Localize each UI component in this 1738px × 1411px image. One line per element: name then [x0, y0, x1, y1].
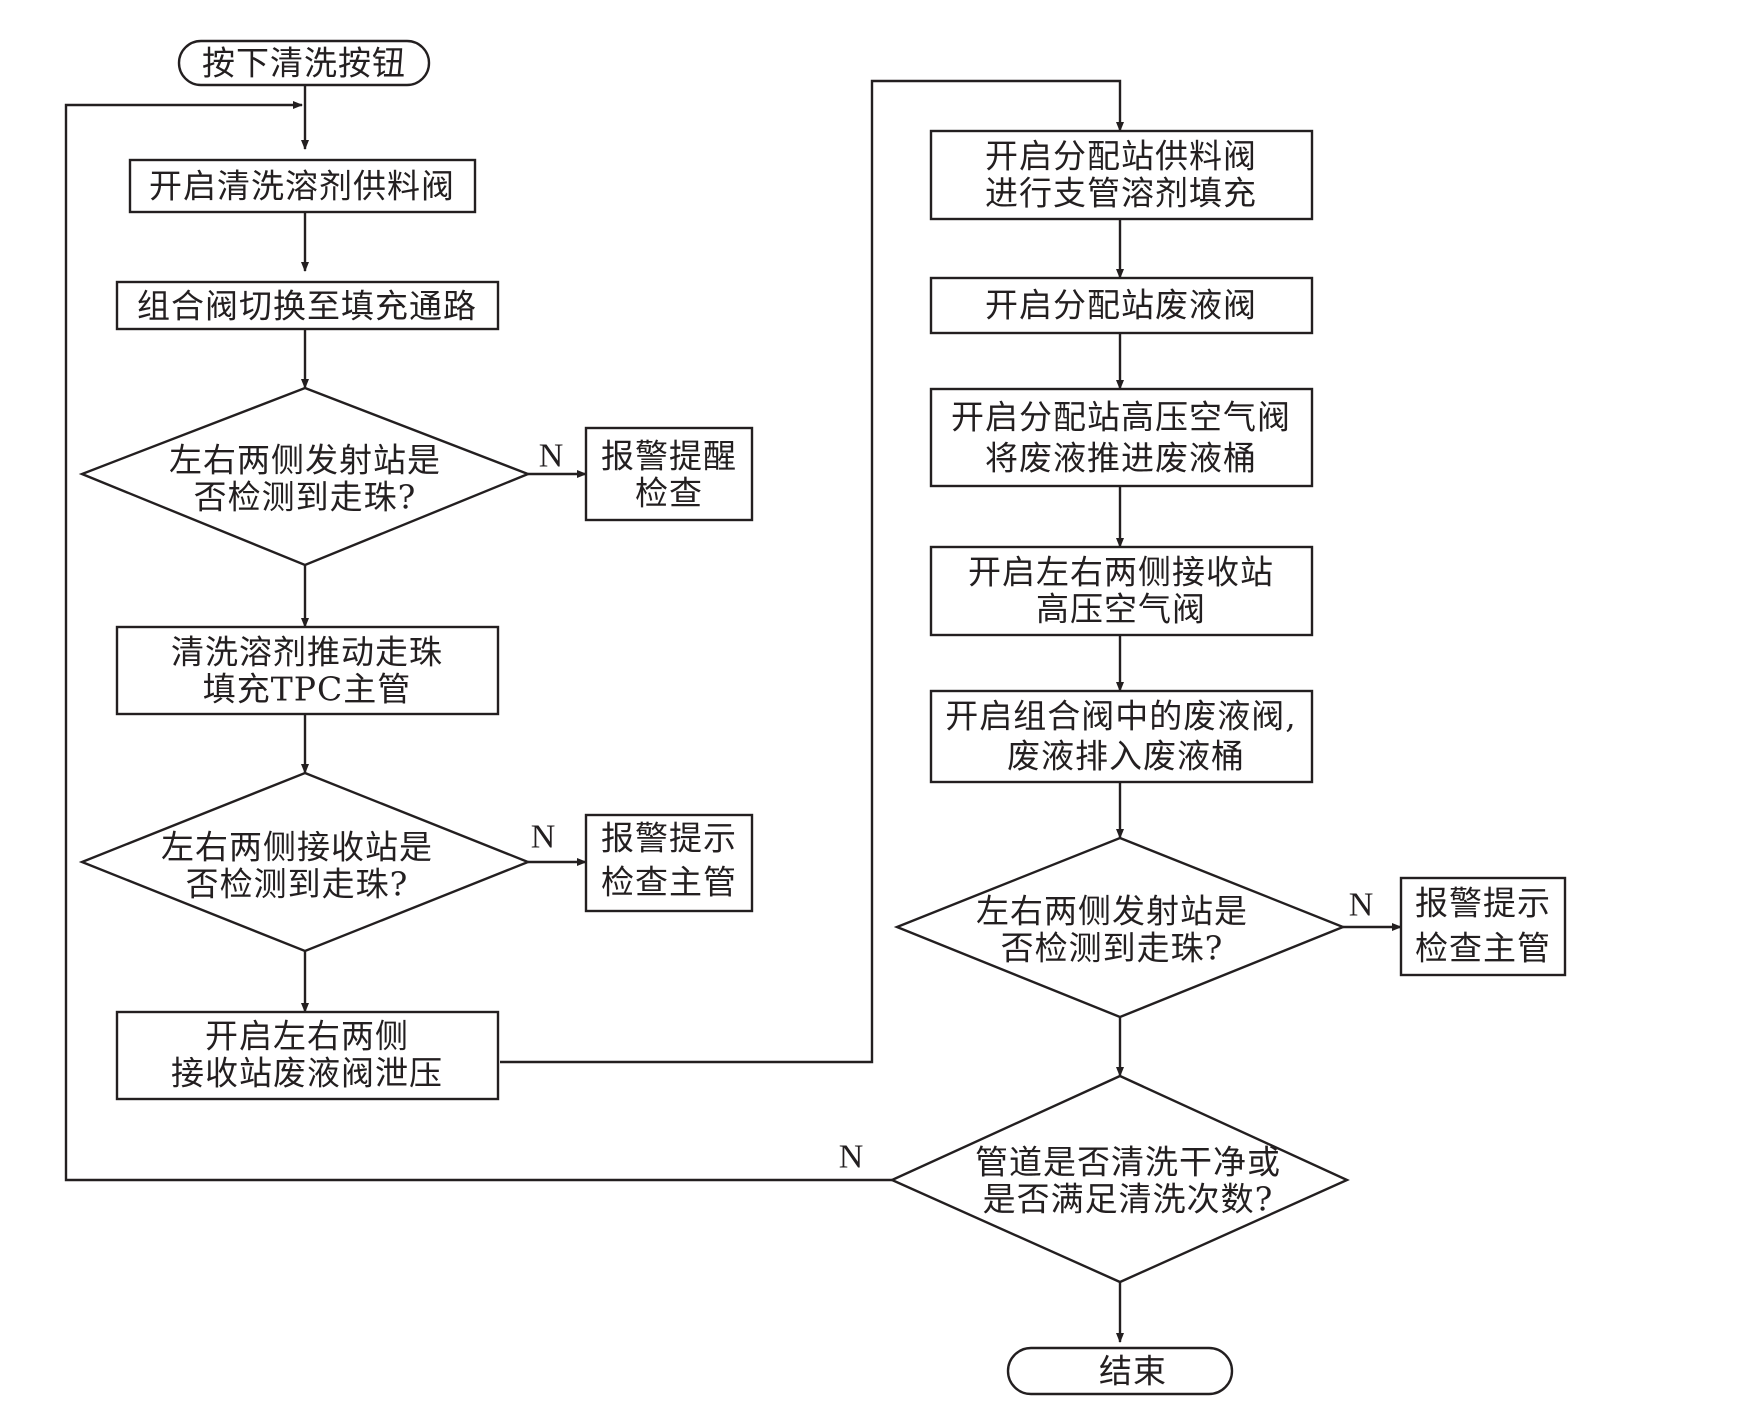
fill-main-pipe-step: 清洗溶剂推动走珠 填充TPC主管	[115, 625, 500, 716]
connectors	[64, 79, 1402, 1343]
open-solvent-valve-step: 开启清洗溶剂供料阀	[128, 158, 477, 214]
alarm-check-box: 报警提醒 检查	[584, 426, 754, 522]
edge-vent-to-fill-branch	[500, 79, 1124, 1064]
end-label: 结束	[1099, 1352, 1167, 1391]
step-label-line-1: 开启左右两侧	[205, 1017, 409, 1056]
step-label-line-2: 进行支管溶剂填充	[985, 174, 1257, 213]
step-label-line-1: 开启左右两侧接收站	[968, 553, 1274, 592]
decision-label-line-1: 左右两侧接收站是	[161, 828, 433, 867]
alarm-label-line-1: 报警提示	[1415, 884, 1551, 923]
vent-receive-waste-step: 开启左右两侧 接收站废液阀泄压	[115, 1010, 500, 1101]
push-waste-step: 开启分配站高压空气阀 将废液推进废液桶	[929, 387, 1314, 488]
no-label-launch-check-2: N	[1349, 887, 1374, 924]
alarm-label-line-2: 检查主管	[601, 863, 737, 902]
alarm-label-line-2: 检查主管	[1415, 929, 1551, 968]
decision-label-line-2: 否检测到走珠?	[194, 478, 417, 517]
no-label-launch-check: N	[539, 438, 564, 475]
open-dist-waste-step: 开启分配站废液阀	[929, 276, 1314, 335]
drain-waste-step: 开启组合阀中的废液阀, 废液排入废液桶	[929, 689, 1314, 784]
receive-detect-decision: 左右两侧接收站是 否检测到走珠?	[78, 771, 532, 953]
alarm-label-line-1: 报警提示	[601, 819, 737, 858]
clean-complete-decision: 管道是否清洗干净或 是否满足清洗次数?	[889, 1074, 1350, 1284]
step-label-line-2: 高压空气阀	[1036, 590, 1206, 629]
alarm-label-line-1: 报警提醒	[601, 437, 737, 476]
end-terminal: 结束	[1006, 1346, 1234, 1396]
step-label-line-1: 开启组合阀中的废液阀,	[945, 697, 1297, 736]
decision-label-line-1: 管道是否清洗干净或	[975, 1143, 1281, 1182]
step-label-line-2: 将废液推进废液桶	[985, 439, 1257, 478]
decision-label-line-1: 左右两侧发射站是	[976, 892, 1248, 931]
step-label: 开启分配站废液阀	[985, 286, 1257, 325]
edge-clean-check-no-loop-back	[64, 101, 892, 1182]
step-label-line-2: 废液排入废液桶	[1007, 737, 1245, 776]
decision-label-line-1: 左右两侧发射站是	[169, 441, 441, 480]
alarm-label-line-2: 检查	[635, 474, 703, 513]
alarm-main-pipe-box-1: 报警提示 检查主管	[584, 813, 754, 913]
switch-combo-valve-step: 组合阀切换至填充通路	[115, 280, 500, 331]
open-receive-air-step: 开启左右两侧接收站 高压空气阀	[929, 545, 1314, 637]
no-label-receive-check: N	[531, 819, 556, 856]
decision-label-line-2: 否检测到走珠?	[186, 865, 409, 904]
decision-label-line-2: 否检测到走珠?	[1001, 929, 1224, 968]
step-label: 开启清洗溶剂供料阀	[149, 167, 455, 206]
step-label: 组合阀切换至填充通路	[137, 287, 477, 326]
fill-branch-step: 开启分配站供料阀 进行支管溶剂填充	[929, 129, 1314, 221]
launch-detect-decision: 左右两侧发射站是 否检测到走珠?	[78, 386, 532, 567]
start-label: 按下清洗按钮	[202, 44, 406, 83]
step-label-line-2: 接收站废液阀泄压	[171, 1054, 443, 1093]
alarm-main-pipe-box-2: 报警提示 检查主管	[1399, 876, 1567, 977]
step-label-line-1: 清洗溶剂推动走珠	[171, 633, 443, 672]
decision-label-line-2: 是否满足清洗次数?	[983, 1180, 1274, 1219]
step-label-line-1: 开启分配站高压空气阀	[951, 398, 1291, 437]
start-terminal: 按下清洗按钮	[177, 39, 431, 87]
launch-detect-decision-2: 左右两侧发射站是 否检测到走珠?	[893, 836, 1347, 1019]
step-label-line-1: 开启分配站供料阀	[985, 137, 1257, 176]
step-label-line-2: 填充TPC主管	[203, 670, 411, 709]
no-label-clean-check: N	[839, 1139, 864, 1176]
